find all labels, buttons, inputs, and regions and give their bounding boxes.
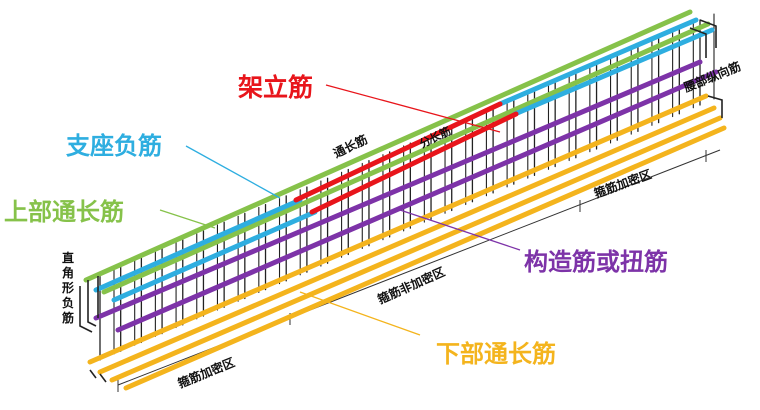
leader-erecting [325, 84, 501, 133]
top-through-bars [83, 9, 711, 295]
annotation-stirrup-dense-left: 箍筋加密区 [175, 354, 237, 391]
leader-bottom [299, 291, 421, 336]
label-support-negative-bar: 支座负筋 [66, 132, 162, 160]
label-bottom-through-bar: 下部通长筋 [436, 340, 556, 368]
bottom-through-bar [87, 93, 709, 365]
bottom-through-bar [97, 105, 717, 375]
structural-torsion-bars [93, 59, 719, 333]
vertical-char-1: 角 [62, 265, 74, 280]
erecting-bar [309, 111, 519, 215]
support-negative-bar [512, 27, 715, 117]
bottom-through-bar [123, 125, 727, 391]
leader-top [159, 209, 216, 229]
support-negative-bar [497, 17, 699, 107]
vertical-char-2: 形 [62, 281, 74, 295]
top-through-bar [83, 9, 693, 283]
structural-torsion-bar [93, 59, 703, 321]
support-negative-bar [111, 209, 318, 303]
label-top-through-bar: 上部通长筋 [4, 198, 124, 226]
erecting-bars [293, 101, 519, 215]
bottom-through-bar [109, 115, 723, 383]
right-end-hooks [689, 19, 723, 118]
erecting-bar [293, 101, 503, 203]
structural-torsion-bar [115, 69, 719, 333]
leader-torsion [399, 209, 521, 251]
left-end-hooks [79, 276, 107, 383]
vertical-char-3: 负 [62, 295, 74, 310]
bottom-through-bars [87, 93, 727, 391]
label-structural-torsion-bar: 构造筋或扭筋 [524, 248, 668, 276]
support-negative-bars [93, 17, 715, 303]
annotation-right-angle-negative: 直 角 形 负 筋 [61, 250, 74, 325]
top-through-bar [101, 21, 711, 295]
leader-support [185, 145, 281, 199]
vertical-char-4: 筋 [61, 310, 74, 325]
support-negative-bar [93, 197, 303, 293]
leader-lines [159, 84, 521, 336]
vertical-char-0: 直 [62, 250, 74, 265]
label-erecting-bar: 架立筋 [238, 73, 313, 102]
